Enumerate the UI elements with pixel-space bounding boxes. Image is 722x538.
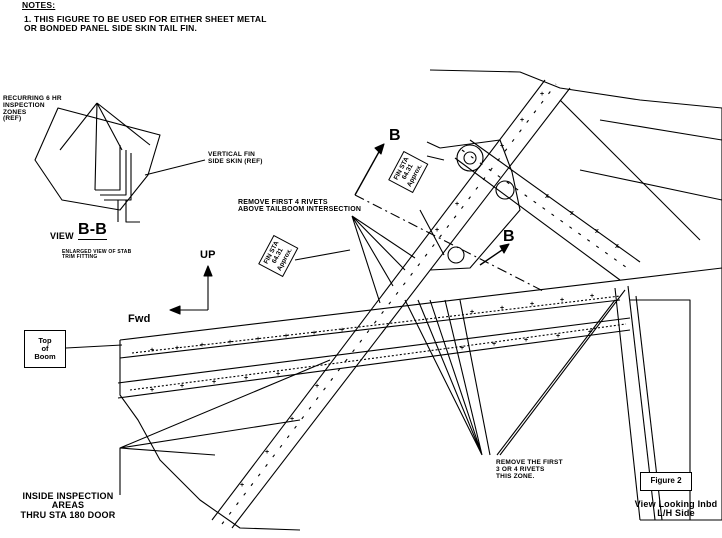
view-bb-title: B-B: [78, 221, 108, 240]
vertical-fin-skin-label: Vertical Fin Side Skin (Ref): [208, 151, 263, 165]
skin-line-1: [579, 169, 722, 201]
svg-text:+: +: [435, 227, 439, 234]
skin-line-2: [599, 119, 722, 141]
svg-text:+: +: [315, 383, 319, 390]
fin-spar-rivets: [221, 83, 557, 525]
svg-text:+: +: [180, 383, 184, 390]
leader-top-of-boom: [65, 344, 123, 349]
svg-text:+: +: [265, 449, 269, 456]
svg-text:+: +: [212, 379, 216, 386]
fitting-circle-main: [456, 144, 484, 172]
remove-rivets-callout: Remove First 4 Rivets Above Tailboom Int…: [238, 199, 362, 214]
svg-text:+: +: [492, 341, 496, 348]
svg-text:+: +: [590, 293, 594, 300]
skin-line-3: [559, 99, 701, 241]
leader-fin-sta-lower: [294, 249, 351, 261]
svg-text:+: +: [540, 91, 544, 98]
leader-remove-zone: [404, 289, 626, 456]
tailboom-upper-edge-2: [119, 299, 621, 359]
tail-fin-outline: [119, 69, 722, 531]
svg-text:+: +: [175, 345, 179, 352]
svg-text:+: +: [256, 336, 260, 343]
fin-spar-right: [231, 87, 571, 529]
inside-inspection-label: Inside Inspection Areas Thru STA 180 Doo…: [20, 491, 116, 520]
svg-text:+: +: [290, 416, 294, 423]
svg-text:+: +: [500, 305, 504, 312]
view-word: View: [50, 231, 74, 241]
svg-text:+: +: [500, 143, 504, 150]
top-of-boom-box: Top of Boom: [24, 330, 66, 368]
svg-text:+: +: [150, 347, 154, 354]
svg-text:x: x: [545, 193, 549, 200]
svg-text:+: +: [276, 371, 280, 378]
section-mark-b-lower: B: [503, 228, 515, 245]
bb-fin-skin: [95, 145, 132, 201]
svg-text:+: +: [470, 309, 474, 316]
bb-fin-lower: [117, 200, 140, 223]
note-1: 1. This figure to be used for either she…: [24, 14, 267, 33]
svg-text:+: +: [455, 201, 459, 208]
svg-text:+: +: [244, 375, 248, 382]
fitting-bracket: [429, 139, 521, 271]
bb-zone-leaders: [59, 102, 151, 191]
tailboom-lower-edge-2: [117, 329, 631, 399]
enlarged-view-label: Enlarged View of Stab Trim Fitting: [62, 249, 132, 261]
svg-text:+: +: [560, 297, 564, 304]
svg-text:+: +: [588, 329, 592, 336]
bb-skin-leader: [144, 159, 206, 176]
svg-text:+: +: [530, 301, 534, 308]
section-cut-line: [354, 194, 546, 293]
svg-text:+: +: [240, 482, 244, 489]
remove-zone-callout: Remove the first 3 or 4 rivets this zone…: [496, 459, 563, 480]
svg-text:+: +: [200, 342, 204, 349]
fitting-circle-inner: [463, 151, 477, 165]
figure-number-box: Figure 2: [640, 472, 692, 491]
fitting-bracket-lines: [419, 141, 445, 256]
leader-inside-inspection: [119, 359, 331, 495]
cross-member-bottom: [454, 157, 621, 281]
svg-text:x: x: [595, 228, 599, 235]
svg-text:x: x: [615, 243, 619, 250]
up-label: UP: [200, 249, 216, 261]
leader-remove-rivets: [351, 215, 416, 304]
tailboom-lower-edge: [117, 317, 631, 384]
svg-text:+: +: [520, 117, 524, 124]
section-arrow-upper: [354, 149, 381, 196]
section-mark-b-upper: B: [389, 127, 401, 144]
figure-view-caption: View Looking Inbd L/H Side: [634, 499, 718, 519]
frame-right: [614, 287, 641, 521]
tailboom-rivet-strip: [131, 295, 621, 354]
svg-text:+: +: [556, 333, 560, 340]
inspection-zones-label: Recurring 6 HR Inspection Zones (Ref): [3, 95, 62, 123]
tailboom-lower-strip: [129, 323, 627, 391]
cross-member-rivets: [461, 149, 631, 271]
fitting-circle-right: [495, 180, 515, 200]
svg-text:+: +: [340, 327, 344, 334]
svg-text:+: +: [312, 330, 316, 337]
svg-text:+: +: [524, 337, 528, 344]
svg-text:+: +: [228, 339, 232, 346]
svg-text:+: +: [150, 387, 154, 394]
rivet-marks: + + + + + + + + + + + + + + + + + + + + + + + + + + + + + +…: [150, 91, 619, 489]
fwd-label: Fwd: [128, 313, 151, 325]
svg-text:+: +: [460, 345, 464, 352]
notes-heading: Notes:: [22, 0, 56, 10]
svg-text:x: x: [570, 210, 574, 217]
fitting-circle-lower: [447, 246, 465, 264]
tailboom-upper-edge: [119, 267, 722, 341]
section-arrow-lower: [479, 247, 506, 266]
cross-member-top: [469, 139, 641, 263]
svg-text:+: +: [284, 333, 288, 340]
bb-zone-outline: [34, 107, 161, 211]
